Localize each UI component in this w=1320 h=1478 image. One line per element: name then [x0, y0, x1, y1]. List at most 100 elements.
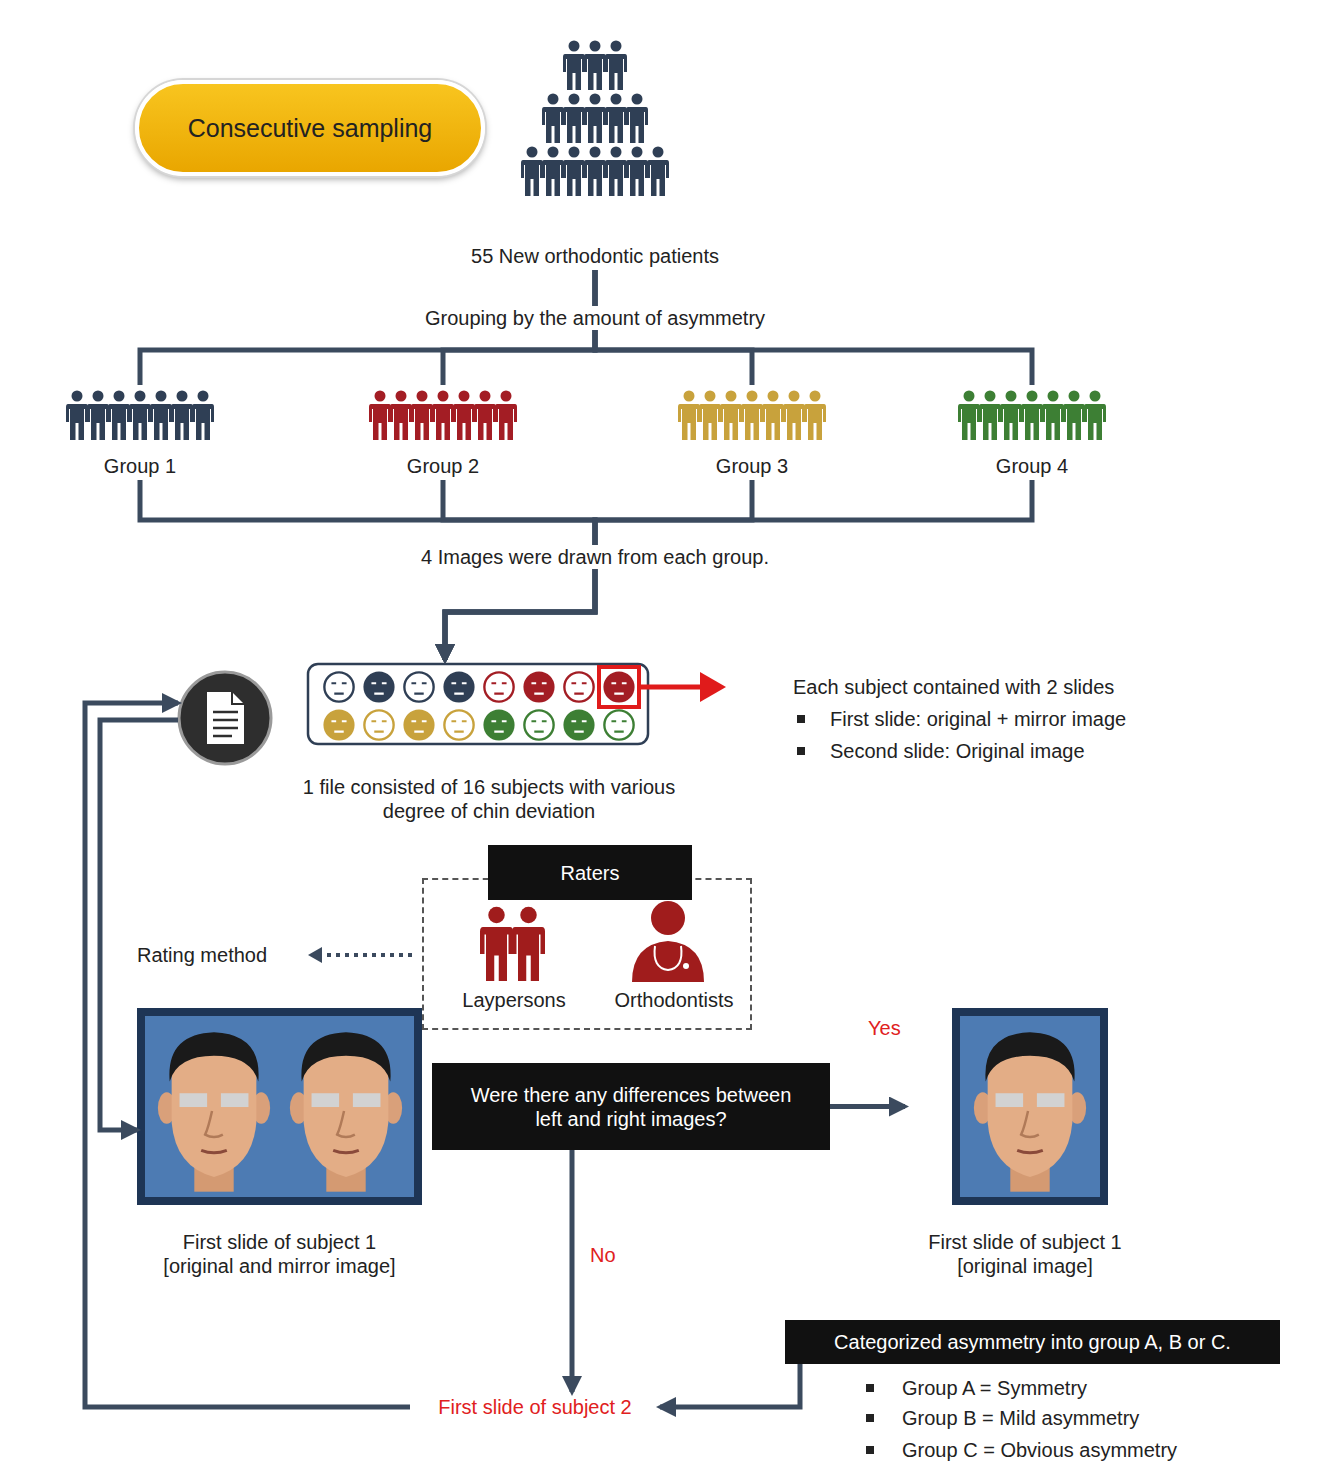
person-icon — [647, 147, 669, 197]
person-icon — [411, 391, 433, 441]
node-text: Group 1 — [104, 454, 176, 478]
slide-background — [145, 1016, 414, 1197]
connector — [443, 480, 595, 660]
layperson-icon — [480, 907, 545, 981]
person-icon — [720, 391, 742, 441]
node-text: Raters — [561, 861, 620, 885]
face-icon — [604, 710, 633, 739]
person-icon — [1000, 391, 1022, 441]
group-icons — [369, 391, 517, 441]
slide-node: First slide of subject 1 [original image… — [905, 1008, 1145, 1280]
person-icon — [87, 391, 109, 441]
face-icon — [403, 709, 434, 740]
orthodontist-icon — [632, 901, 704, 982]
note-label: 4 Images were drawn from each group. — [415, 545, 775, 569]
face-icon — [324, 672, 353, 701]
node-text: Laypersons — [454, 988, 574, 1012]
red-arrow-shaft — [641, 685, 702, 690]
person-icon — [390, 391, 412, 441]
person-icon — [1084, 391, 1106, 441]
person-icon — [678, 391, 700, 441]
face-icon — [323, 709, 354, 740]
person-icon — [979, 391, 1001, 441]
person-icon — [1042, 391, 1064, 441]
node-text: 1 file consisted of 16 subjects with var… — [298, 775, 680, 823]
document-lines — [213, 712, 238, 736]
person-icon — [521, 147, 543, 197]
person-icon — [474, 391, 496, 441]
raters-header: Raters — [488, 845, 692, 900]
person-icon — [762, 391, 784, 441]
process-box: Categorized asymmetry into group A, B or… — [785, 1320, 1280, 1364]
red-arrow-head — [700, 672, 726, 702]
note-label: Group B = Mild asymmetry — [902, 1406, 1139, 1430]
document-fold — [232, 692, 244, 704]
face-icon — [524, 710, 553, 739]
file-node: 1 file consisted of 16 subjects with var… — [178, 660, 680, 825]
highlight-box — [599, 667, 639, 707]
stethoscope-end — [683, 963, 689, 969]
slide-frame — [952, 1008, 1108, 1205]
node-text: 55 New orthodontic patients — [471, 244, 719, 268]
group-icons — [678, 391, 826, 441]
face-photo — [158, 1032, 270, 1192]
connector — [570, 1150, 575, 1392]
person-icon — [512, 907, 545, 981]
file-icon — [179, 672, 271, 764]
group-icons — [958, 391, 1106, 441]
person-icon — [584, 41, 606, 91]
person-icon — [192, 391, 214, 441]
slide-background — [960, 1016, 1100, 1197]
connector — [830, 1104, 905, 1109]
bullet — [866, 1446, 874, 1454]
person-icon — [563, 94, 585, 144]
person-icon — [563, 147, 585, 197]
person-icon — [605, 94, 627, 144]
bullet — [866, 1414, 874, 1422]
edge-label: No — [590, 1243, 616, 1267]
node-text: First slide of subject 1 [original and m… — [157, 1230, 402, 1278]
person-icon — [150, 391, 172, 441]
note-label: First slide: original + mirror image — [830, 707, 1126, 731]
group-node: Group 3 — [677, 385, 827, 480]
face-icon — [443, 671, 474, 702]
person-icon — [542, 94, 564, 144]
file-circle — [179, 672, 271, 764]
pill-button: Consecutive sampling — [135, 80, 485, 176]
face-icon — [404, 672, 433, 701]
bullet — [797, 747, 805, 755]
patient-group: 55 New orthodontic patients — [445, 35, 745, 270]
group-icons — [66, 391, 214, 441]
face-icon — [483, 709, 514, 740]
note-label: Group A = Symmetry — [902, 1376, 1087, 1400]
face-icon — [563, 709, 594, 740]
face-photo — [974, 1032, 1086, 1192]
person-icon — [741, 391, 763, 441]
person-icon — [108, 391, 130, 441]
node-text: Were there any differences between left … — [460, 1083, 802, 1131]
note-label: Second slide: Original image — [830, 739, 1085, 763]
patient-icons — [521, 41, 669, 197]
person-icon — [584, 147, 606, 197]
node-text: Orthodontists — [609, 988, 739, 1012]
face-photo — [290, 1032, 402, 1192]
slide-node: First slide of subject 1 [original and m… — [137, 1008, 422, 1280]
raters-box: LaypersonsOrthodontistsRaters — [422, 878, 752, 1030]
node-text: Group 4 — [996, 454, 1068, 478]
note-label: Grouping by the amount of asymmetry — [419, 306, 771, 330]
person-icon — [480, 907, 513, 981]
person-icon — [783, 391, 805, 441]
dotted-arrow — [322, 953, 412, 957]
person-icon — [66, 391, 88, 441]
person-icon — [605, 41, 627, 91]
connector — [140, 480, 595, 660]
person-icon — [563, 41, 585, 91]
person-icon — [584, 94, 606, 144]
person-icon — [432, 391, 454, 441]
node-text: Group 2 — [407, 454, 479, 478]
doctor-head — [651, 901, 685, 935]
person-icon — [626, 147, 648, 197]
face-icons — [323, 671, 634, 740]
group-node: Group 2 — [368, 385, 518, 480]
